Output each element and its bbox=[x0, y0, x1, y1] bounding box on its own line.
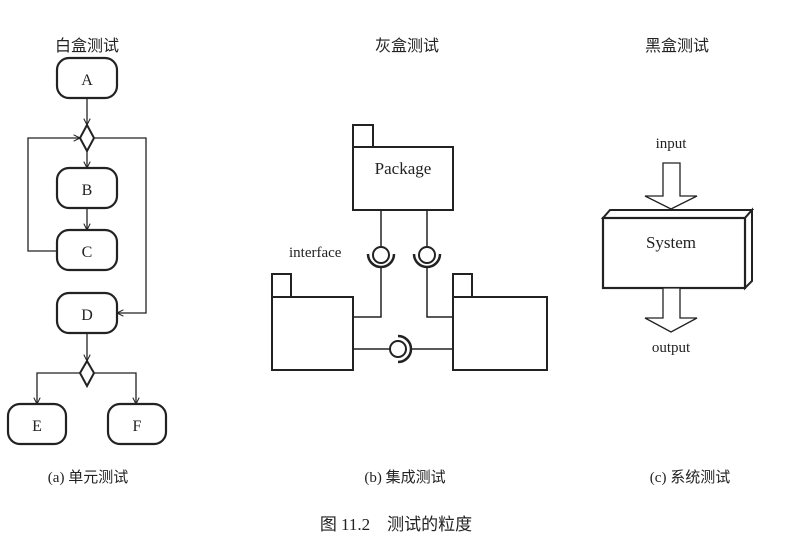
system-label: System bbox=[646, 233, 696, 252]
connector-right-lower bbox=[426, 268, 453, 318]
node-c bbox=[55, 228, 119, 272]
interface-ball-right bbox=[418, 246, 436, 264]
package-top bbox=[352, 146, 454, 211]
interface-ball-middle bbox=[389, 340, 407, 358]
node-a-label: A bbox=[81, 72, 93, 89]
edge-decision-e bbox=[37, 372, 80, 404]
package-top-tab bbox=[352, 124, 374, 148]
node-e bbox=[6, 402, 68, 446]
package-top-label: Package bbox=[375, 159, 432, 178]
edge-c-loop-back bbox=[27, 138, 80, 252]
interface-socket-left bbox=[366, 253, 396, 269]
system-box bbox=[601, 216, 747, 290]
interface-socket-middle bbox=[397, 334, 413, 364]
black-box-heading: 黑盒测试 bbox=[644, 38, 710, 55]
node-d-label: D bbox=[81, 307, 93, 324]
caption-c: (c) 系统测试 bbox=[649, 470, 731, 486]
connector-left-lower bbox=[353, 268, 382, 318]
node-f bbox=[106, 402, 168, 446]
output-label: output bbox=[651, 340, 691, 356]
figure-caption: 图 11.2 测试的粒度 bbox=[319, 515, 473, 534]
edge-decision-f bbox=[94, 372, 136, 404]
edge-decision-d-bypass bbox=[94, 137, 147, 313]
caption-b: (b) 集成测试 bbox=[364, 470, 446, 486]
gray-box-package-diagram: Package bbox=[271, 124, 548, 371]
package-left bbox=[271, 296, 354, 371]
white-box-flowchart: A B C D E F bbox=[6, 56, 168, 446]
node-f-label: F bbox=[133, 418, 142, 435]
system-box-top bbox=[600, 209, 755, 219]
package-right-tab bbox=[452, 273, 473, 298]
interface-ball-left bbox=[372, 246, 390, 264]
black-box-system-diagram: System bbox=[600, 162, 755, 333]
package-left-tab bbox=[271, 273, 292, 298]
package-right bbox=[452, 296, 548, 371]
caption-a: (a) 单元测试 bbox=[47, 470, 129, 486]
decision-diamond-2 bbox=[78, 359, 96, 389]
decision-diamond-1 bbox=[78, 122, 96, 154]
input-arrow bbox=[644, 162, 698, 210]
interface-label: interface bbox=[289, 245, 342, 261]
gray-box-heading: 灰盒测试 bbox=[374, 38, 440, 55]
output-arrow bbox=[644, 287, 698, 333]
node-e-label: E bbox=[32, 418, 42, 435]
white-box-heading: 白盒测试 bbox=[54, 38, 120, 55]
node-c-label: C bbox=[82, 244, 93, 261]
node-b-label: B bbox=[82, 182, 93, 199]
input-label: input bbox=[655, 136, 687, 152]
interface-socket-right bbox=[412, 253, 442, 269]
